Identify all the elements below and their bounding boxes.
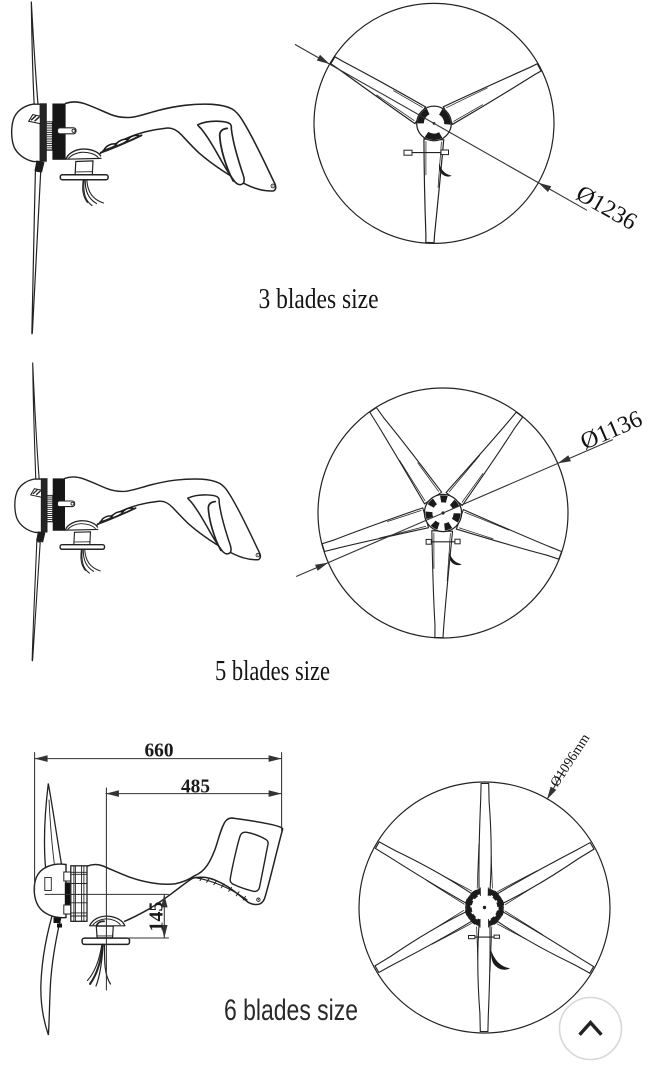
svg-text:3 blades size: 3 blades size	[259, 283, 379, 315]
svg-text:Ø1136: Ø1136	[577, 406, 646, 455]
svg-text:5 blades size: 5 blades size	[215, 656, 330, 687]
svg-text:660: 660	[145, 740, 174, 762]
svg-text:145: 145	[146, 902, 168, 932]
svg-text:6 blades size: 6 blades size	[224, 994, 358, 1027]
svg-text:485: 485	[181, 776, 210, 798]
svg-text:Ø1096mm: Ø1096mm	[548, 731, 593, 789]
svg-text:Ø1236: Ø1236	[571, 181, 641, 236]
